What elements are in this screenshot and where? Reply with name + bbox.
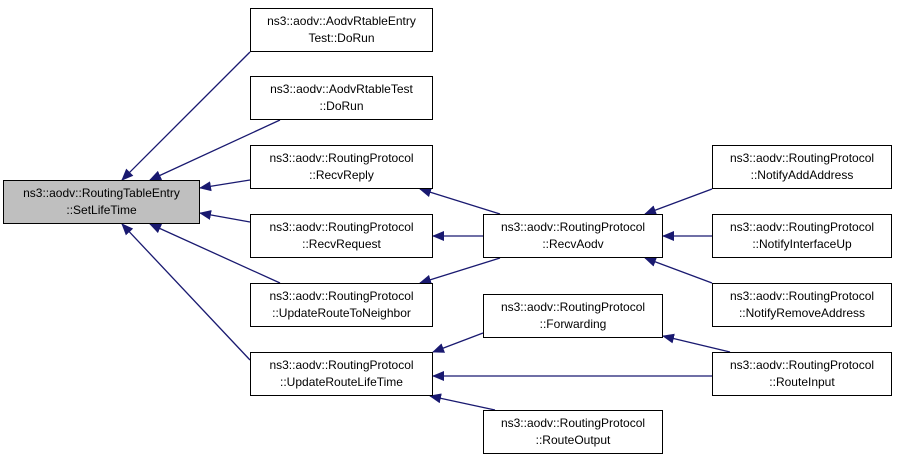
edge-update-route-lifetime-to-root [121, 223, 251, 361]
node-label-line-1: ns3::aodv::RoutingProtocol [269, 151, 414, 165]
node-label-line-2: ::NotifyAddAddress [750, 168, 854, 182]
node-label-line-1: ns3::aodv::RoutingProtocol [500, 416, 646, 430]
node-routing-protocol-route-output[interactable]: ns3::aodv::RoutingProtocol ::RouteOutput [483, 410, 663, 454]
node-label-line-2: ::RecvAodv [542, 237, 604, 251]
node-label-line-2: ::RouteInput [769, 375, 835, 389]
node-label-line-2: ::RecvReply [309, 168, 374, 182]
edge-notify-add-address-to-recv-aodv [644, 188, 713, 215]
node-routing-protocol-recv-reply[interactable]: ns3::aodv::RoutingProtocol ::RecvReply [250, 145, 433, 189]
node-label-line-2: ::RouteOutput [535, 433, 611, 447]
edge-rtable-entry-test-to-root [121, 51, 251, 181]
node-aodv-rtable-entry-test-dorun[interactable]: ns3::aodv::AodvRtableEntry Test::DoRun [250, 8, 433, 52]
node-label-line-1: ns3::aodv::RoutingProtocol [729, 358, 875, 372]
node-label-line-2: ::Forwarding [539, 317, 607, 331]
node-label-line-1: ns3::aodv::AodvRtableEntry [267, 14, 416, 28]
node-label-line-2: ::SetLifeTime [66, 203, 137, 217]
edge-recv-request-to-root [199, 210, 251, 223]
node-label-line-2: ::NotifyInterfaceUp [752, 237, 852, 251]
node-label-line-1: ns3::aodv::RoutingProtocol [269, 220, 414, 234]
node-label-line-2: Test::DoRun [308, 31, 375, 45]
node-routing-protocol-recv-aodv[interactable]: ns3::aodv::RoutingProtocol ::RecvAodv [483, 214, 663, 258]
node-label-line-2: ::UpdateRouteLifeTime [280, 375, 403, 389]
node-routing-protocol-forwarding[interactable]: ns3::aodv::RoutingProtocol ::Forwarding [483, 294, 663, 338]
node-label-line-1: ns3::aodv::RoutingProtocol [500, 220, 646, 234]
edge-route-input-to-forwarding [662, 333, 731, 353]
node-label-line-1: ns3::aodv::RoutingTableEntry [23, 186, 180, 200]
node-routing-protocol-update-route-to-neighbor[interactable]: ns3::aodv::RoutingProtocol ::UpdateRoute… [250, 283, 433, 327]
edge-rtable-test-to-root [149, 119, 281, 181]
node-label-line-2: ::RecvRequest [302, 237, 381, 251]
edge-recv-aodv-to-update-route-to-neighbor [419, 257, 501, 285]
node-label-line-1: ns3::aodv::RoutingProtocol [269, 289, 414, 303]
edge-forwarding-to-update-route-lifetime [432, 332, 484, 353]
node-routing-protocol-notify-remove-address[interactable]: ns3::aodv::RoutingProtocol ::NotifyRemov… [712, 283, 892, 327]
node-label-line-1: ns3::aodv::RoutingProtocol [269, 358, 414, 372]
node-routing-protocol-update-route-lifetime[interactable]: ns3::aodv::RoutingProtocol ::UpdateRoute… [250, 352, 433, 396]
node-label-line-2: ::DoRun [319, 99, 364, 113]
node-aodv-rtable-test-dorun[interactable]: ns3::aodv::AodvRtableTest ::DoRun [250, 76, 433, 120]
edge-route-output-to-update-route-lifetime [429, 393, 496, 411]
node-routing-protocol-recv-request[interactable]: ns3::aodv::RoutingProtocol ::RecvRequest [250, 214, 433, 258]
node-label-line-1: ns3::aodv::RoutingProtocol [729, 289, 875, 303]
node-routing-protocol-route-input[interactable]: ns3::aodv::RoutingProtocol ::RouteInput [712, 352, 892, 396]
node-label-line-2: ::NotifyRemoveAddress [738, 306, 866, 320]
node-routing-table-entry-set-lifetime: ns3::aodv::RoutingTableEntry ::SetLifeTi… [3, 180, 200, 224]
node-routing-protocol-notify-interface-up[interactable]: ns3::aodv::RoutingProtocol ::NotifyInter… [712, 214, 892, 258]
node-routing-protocol-notify-add-address[interactable]: ns3::aodv::RoutingProtocol ::NotifyAddAd… [712, 145, 892, 189]
node-label-line-1: ns3::aodv::RoutingProtocol [729, 151, 875, 165]
edge-recv-aodv-to-recv-reply [419, 187, 501, 215]
edge-notify-remove-address-to-recv-aodv [644, 257, 713, 284]
node-label-line-1: ns3::aodv::RoutingProtocol [729, 220, 875, 234]
node-label-line-1: ns3::aodv::AodvRtableTest [270, 82, 413, 96]
edge-recv-reply-to-root [199, 179, 251, 192]
edge-update-route-to-neighbor-to-root [149, 223, 281, 284]
node-label-line-1: ns3::aodv::RoutingProtocol [500, 300, 646, 314]
node-label-line-2: ::UpdateRouteToNeighbor [272, 306, 411, 320]
